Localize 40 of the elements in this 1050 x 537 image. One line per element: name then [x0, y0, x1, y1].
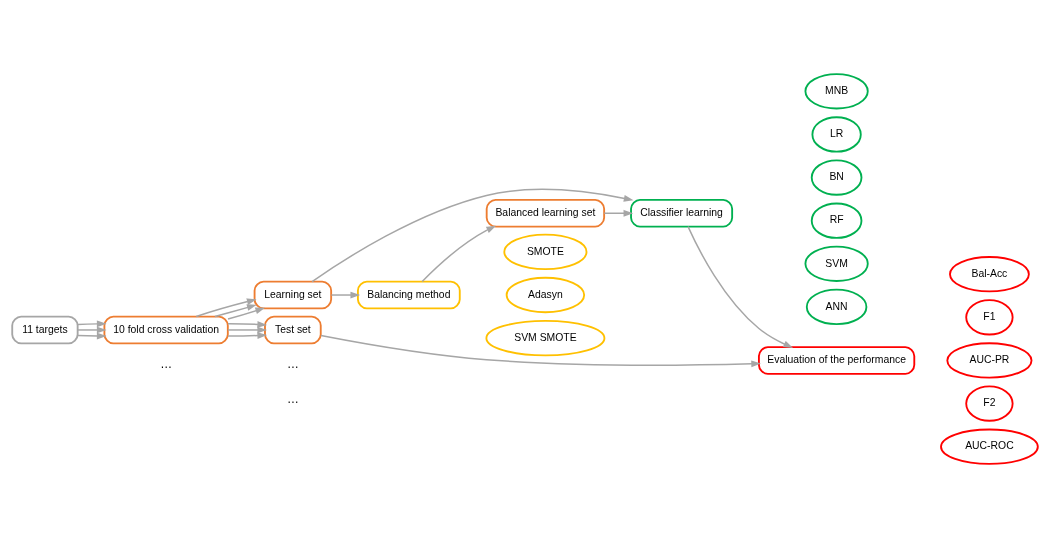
node-ellipse: F2 [965, 384, 1014, 422]
arrow [320, 334, 761, 367]
arrow [227, 326, 268, 333]
arrow [77, 320, 107, 327]
node-box: Classifier learning [630, 198, 734, 228]
arrow [311, 188, 634, 282]
label: … [160, 356, 173, 371]
node-box: Balancing method [357, 280, 461, 309]
node-ellipse: F1 [965, 298, 1014, 335]
node-ellipse: RF [810, 202, 863, 239]
arrow [227, 307, 266, 320]
node-ellipse: ANN [805, 288, 868, 325]
arrow [195, 297, 257, 317]
arrow [603, 209, 634, 217]
node-ellipse: AUC-ROC [940, 428, 1039, 465]
arrow [421, 225, 497, 282]
label: … [286, 356, 299, 371]
node-box: 10 fold cross validation [103, 315, 229, 344]
node-ellipse: LR [811, 115, 862, 153]
node-ellipse: Adasyn [505, 276, 586, 313]
node-ellipse: MNB [804, 72, 869, 109]
node-ellipse: Bal-Acc [949, 255, 1030, 292]
node-box: 11 targets [11, 315, 79, 344]
arrow [77, 326, 107, 333]
node-ellipse: BN [810, 158, 863, 196]
arrow [227, 320, 268, 328]
node-ellipse: SVM SMOTE [485, 319, 606, 356]
node-box: Learning set [253, 280, 333, 309]
node-box: Evaluation of the performance [758, 345, 916, 375]
node-ellipse: SVM [804, 245, 869, 282]
label: … [286, 391, 299, 406]
node-box: Test set [264, 315, 322, 344]
node-ellipse: SMOTE [503, 233, 588, 270]
arrow [77, 332, 107, 339]
arrow [687, 225, 794, 348]
arrow [214, 303, 257, 317]
arrow [330, 291, 361, 298]
node-box: Balanced learning set [485, 198, 606, 228]
arrow [227, 331, 268, 339]
node-ellipse: AUC-PR [946, 341, 1033, 379]
